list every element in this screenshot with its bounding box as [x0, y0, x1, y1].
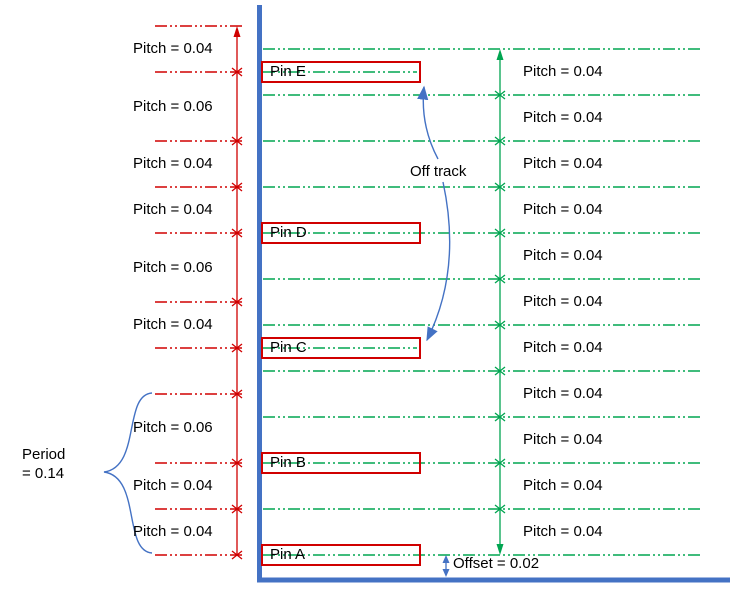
pin-label-a: Pin A	[270, 546, 306, 563]
pitch-label-left-3: Pitch = 0.04	[133, 155, 213, 172]
pitch-label-right-4: Pitch = 0.04	[523, 201, 603, 218]
up-arrow-icon	[442, 555, 450, 563]
off-track-arrows	[417, 85, 451, 342]
pitch-label-right-6: Pitch = 0.04	[523, 293, 603, 310]
off-track-label: Off track	[410, 163, 467, 180]
period-brace	[103, 392, 153, 554]
pitch-label-right-3: Pitch = 0.04	[523, 155, 603, 172]
pin-label-e: Pin E	[270, 63, 306, 80]
pin-label-c: Pin C	[270, 339, 307, 356]
up-arrow-icon	[233, 26, 241, 37]
offset-label: Offset = 0.02	[453, 555, 540, 572]
pin-box-c: Pin C	[261, 337, 421, 359]
up-arrow-icon	[496, 49, 504, 60]
pitch-label-left-9: Pitch = 0.04	[133, 523, 213, 540]
pin-label-d: Pin D	[270, 224, 307, 241]
pitch-label-right-10: Pitch = 0.04	[523, 477, 603, 494]
pin-box-b: Pin B	[261, 452, 421, 474]
pitch-label-left-8: Pitch = 0.04	[133, 477, 213, 494]
pitch-label-right-11: Pitch = 0.04	[523, 523, 603, 540]
pitch-label-right-9: Pitch = 0.04	[523, 431, 603, 448]
pin-label-b: Pin B	[270, 454, 306, 471]
pitch-label-right-5: Pitch = 0.04	[523, 247, 603, 264]
pin-box-d: Pin D	[261, 222, 421, 244]
pin-box-a: Pin A	[261, 544, 421, 566]
pitch-label-right-2: Pitch = 0.04	[523, 109, 603, 126]
period-label-line2: = 0.14	[22, 465, 65, 482]
pitch-label-left-5: Pitch = 0.06	[133, 259, 213, 276]
green-dimension-chain	[494, 49, 506, 555]
down-arrow-icon	[496, 544, 504, 555]
green-grid-lines	[263, 48, 700, 556]
red-dimension-chain	[231, 26, 243, 560]
pitch-label-left-4: Pitch = 0.04	[133, 201, 213, 218]
offset-arrow	[442, 555, 450, 577]
arrow-to-pin-e	[417, 85, 439, 160]
pitch-label-right-1: Pitch = 0.04	[523, 63, 603, 80]
pitch-label-left-6: Pitch = 0.04	[133, 316, 213, 333]
pitch-label-left-1: Pitch = 0.04	[133, 40, 213, 57]
arrow-to-pin-c	[426, 181, 451, 342]
down-arrow-icon	[442, 569, 450, 577]
pitch-label-left-2: Pitch = 0.06	[133, 98, 213, 115]
pitch-label-right-8: Pitch = 0.04	[523, 385, 603, 402]
period-label-line1: Period	[22, 446, 66, 463]
axes	[257, 5, 730, 583]
pitch-label-right-7: Pitch = 0.04	[523, 339, 603, 356]
pitch-label-left-7: Pitch = 0.06	[133, 419, 213, 436]
pin-box-e: Pin E	[261, 61, 421, 83]
